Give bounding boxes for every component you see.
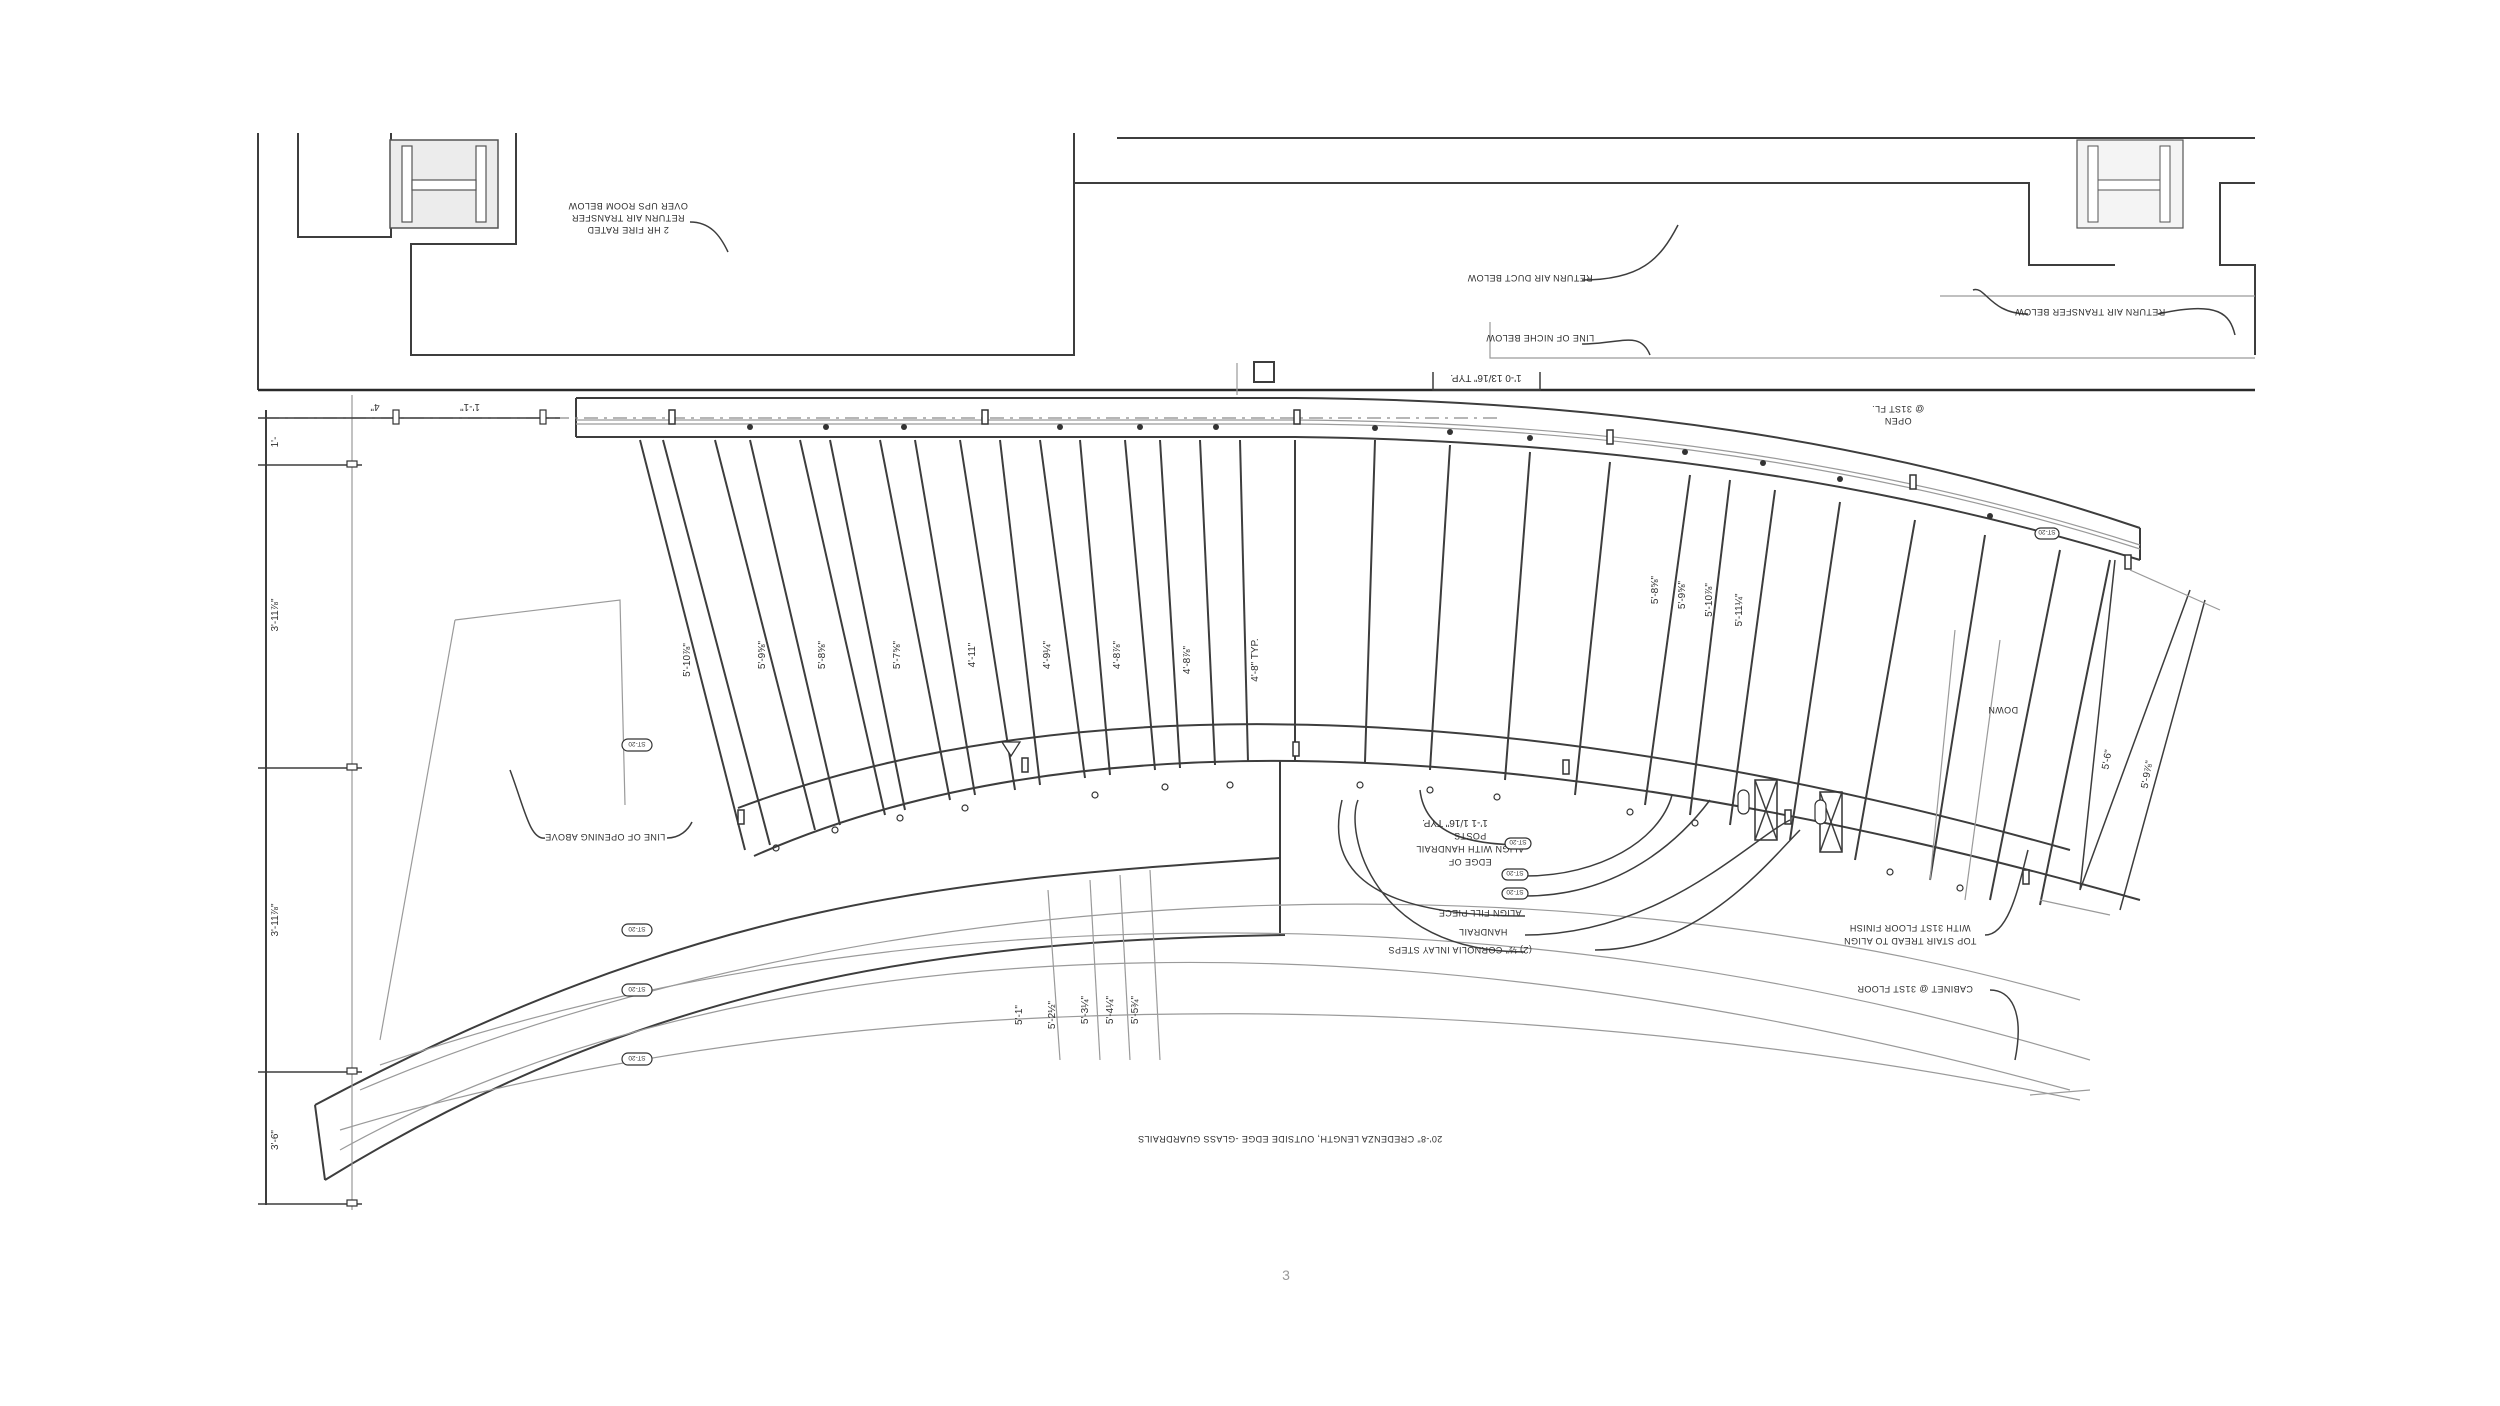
dim-tread: 4'-8⅞"	[1182, 645, 1193, 674]
svg-text:ST-20: ST-20	[2038, 528, 2056, 535]
section-tag: ST-20	[2034, 527, 2060, 540]
dim-tread: 5'-9⅝"	[1677, 580, 1688, 609]
dim-bottom: 5'-5¾"	[1130, 995, 1141, 1024]
tag-bubbles: ST-20 ST-20 ST-20 ST-20 ST-20 ST-20 ST-2…	[621, 527, 2060, 1066]
elevation-marker-icon	[1000, 741, 1022, 758]
note-text: @ 31ST FL.	[1872, 404, 1925, 414]
note-align-fill: ALIGN FILL PIECE	[1438, 908, 1521, 918]
dim-tread: 5'-8⅝"	[817, 640, 828, 669]
dim-left: 3'-11⅞"	[270, 903, 281, 937]
note-niche: LINE OF NICHE BELOW	[1486, 333, 1594, 343]
note-text: WITH 31ST FLOOR FINISH	[1849, 923, 1970, 933]
svg-text:ST-20: ST-20	[1509, 838, 1527, 845]
dim-top-typ: 1'-0 13/16" TYP.	[1450, 372, 1521, 383]
dim-tread: 4'-9¼"	[1041, 640, 1053, 669]
steel-beam-icon	[389, 139, 499, 229]
svg-text:ST-20: ST-20	[628, 925, 646, 932]
dim-tread: 5'-10⅞"	[682, 643, 693, 677]
page-number: 3	[1282, 1267, 1290, 1283]
note-text: OPEN	[1884, 416, 1911, 426]
dim-tread: 5'-9⅝"	[757, 640, 768, 669]
note-text: OVER UPS ROOM BELOW	[568, 201, 688, 211]
svg-text:ST-20: ST-20	[628, 1054, 646, 1061]
stair-treads	[639, 439, 2111, 906]
section-tag	[1814, 799, 1827, 825]
dim-tread: 5'-10⅞"	[1704, 583, 1715, 617]
section-tag: ST-20	[621, 738, 653, 752]
dim-tread: 5'-8⅝"	[1650, 575, 1661, 604]
svg-text:ST-20: ST-20	[628, 740, 646, 747]
dim-bottom: 5'-1"	[1014, 1005, 1025, 1025]
dim-left: 3'-11⅞"	[270, 598, 281, 632]
note-cabinet: CABINET @ 31ST FLOOR	[1857, 984, 1973, 994]
dim-small: 4"	[370, 401, 380, 412]
dim-tread: 5'-7⅝"	[892, 640, 903, 669]
note-text: 2 HR FIRE RATED	[587, 225, 669, 235]
upper-walls	[257, 133, 2256, 395]
dim-tread: 4'-11"	[967, 642, 978, 667]
left-dimension-line	[258, 395, 560, 1210]
section-tag: ST-20	[1501, 887, 1529, 900]
note-text: ALIGN WITH HANDRAIL	[1416, 844, 1524, 854]
top-handrail	[265, 397, 2141, 561]
section-tag: ST-20	[1501, 868, 1529, 881]
dim-tread: 4'-8" TYP.	[1250, 638, 1261, 681]
section-tag: ST-20	[621, 1052, 653, 1066]
svg-text:ST-20: ST-20	[1506, 888, 1524, 895]
dim-tread: 5'-11¼"	[1733, 593, 1745, 627]
lower-stringer	[314, 723, 2141, 1181]
note-cornolia: (2) ½" CORNOLIA INLAY STEPS	[1388, 945, 1532, 955]
dim-right-run: 5'-6"	[2100, 748, 2114, 770]
handrail-posts	[668, 409, 2132, 892]
note-text: POSTS	[1454, 831, 1487, 841]
right-dimension-line	[2039, 559, 2221, 916]
note-open: OPEN @ 31ST FL.	[1872, 404, 1925, 426]
section-tag: ST-20	[621, 923, 653, 937]
steel-beam-icon	[2076, 139, 2184, 229]
dim-small: 1'-1"	[460, 401, 480, 412]
dim-right-run: 5'-9⅞"	[2140, 759, 2156, 789]
dim-tread: 4'-8⅞"	[1112, 640, 1123, 669]
dim-bottom: 5'-3¼"	[1079, 995, 1091, 1024]
step-bracket-markers	[1754, 779, 1843, 853]
note-text: TOP STAIR TREAD TO ALIGN	[1844, 936, 1977, 946]
section-tag: ST-20	[621, 983, 653, 997]
note-down: DOWN	[1988, 705, 2018, 715]
note-edge-align: EDGE OF ALIGN WITH HANDRAIL POSTS	[1416, 831, 1524, 867]
note-opening-above: LINE OF OPENING ABOVE	[545, 832, 665, 842]
reference-lines	[339, 599, 2091, 1131]
note-handrail: HANDRAIL	[1459, 927, 1508, 937]
section-tag	[1737, 789, 1750, 815]
note-fire-rated: 2 HR FIRE RATED RETURN AIR TRANSFER OVER…	[568, 201, 688, 235]
note-top-stair: TOP STAIR TREAD TO ALIGN WITH 31ST FLOOR…	[1844, 923, 1977, 946]
leader-lines	[509, 221, 2236, 1061]
dim-bottom: 5'-4¼"	[1104, 995, 1116, 1024]
dim-left: 3'-6"	[270, 1130, 281, 1150]
section-tag: ST-20	[1504, 837, 1532, 850]
note-text: RETURN AIR TRANSFER	[571, 213, 684, 223]
note-credenza: 20'-8" CREDENZA LENGTH, OUTSIDE EDGE -GL…	[1138, 1134, 1443, 1144]
svg-text:ST-20: ST-20	[1506, 869, 1524, 876]
dim-inner-typ: 1'-1 1/16" TYP.	[1422, 817, 1488, 828]
note-transfer-below: RETURN AIR TRANSFER BELOW	[2015, 307, 2165, 317]
dim-bottom: 5'-2½"	[1047, 1000, 1058, 1029]
note-return-duct: RETURN AIR DUCT BELOW	[1467, 273, 1592, 283]
svg-text:ST-20: ST-20	[628, 985, 646, 992]
dim-left: 1'-	[270, 437, 281, 448]
note-text: EDGE OF	[1448, 857, 1491, 867]
